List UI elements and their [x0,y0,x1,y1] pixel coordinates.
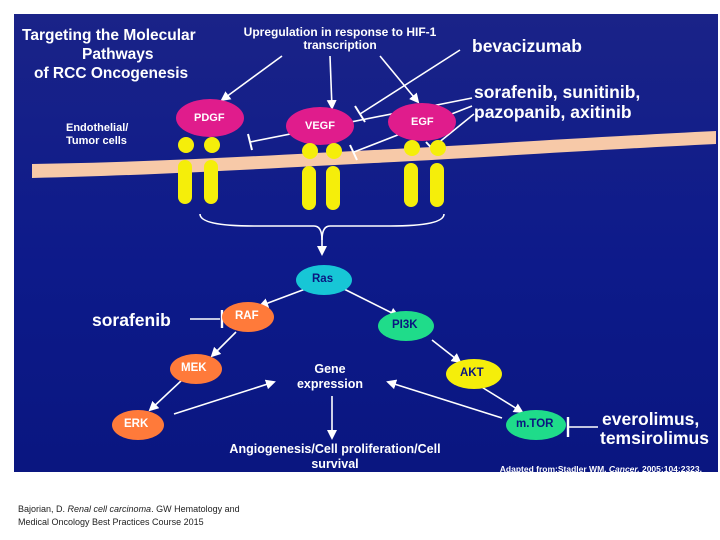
hif-arrow-pdgf [220,55,283,102]
pi3k-to-akt-arrow [431,339,462,364]
node-mek [170,354,222,384]
node-akt [446,359,502,389]
cell-membrane [32,131,716,178]
ras-to-pi3k-arrow [341,287,400,317]
drug-mtor-inhibitors: everolimus, temsirolimus [600,409,709,448]
node-ras [296,265,352,295]
receptor-pdgf [178,137,220,204]
hif-upregulation-label: Upregulation in response to HIF-1 transc… [243,25,437,52]
erk-to-gene-arrow [173,379,276,415]
gene-expression-label: Gene expression [296,362,363,391]
bevacizumab-inhibit-line [359,49,461,115]
ligand-egf [388,103,456,141]
ligand-label-pdgf: PDGF [194,112,225,124]
slide-title: Targeting the Molecular Pathways of RCC … [22,27,196,82]
footer-citation: Bajorian, D. Renal cell carcinoma. GW He… [18,504,240,527]
node-raf [222,302,274,332]
tki-inhibit-bar-1 [247,133,253,151]
node-label-erk: ERK [124,418,149,430]
receptor-egf [404,140,446,207]
node-label-pi3k: PI3K [392,319,418,331]
node-label-raf: RAF [235,310,259,322]
cell-type-label: Endothelial/ Tumor cells [66,122,129,147]
receptor-bracket [199,213,445,241]
ras-to-raf-arrow [258,287,309,308]
akt-to-mtor-arrow [479,385,524,414]
diagram-slide: Targeting the Molecular Pathways of RCC … [14,14,718,472]
node-label-ras: Ras [312,273,334,285]
drug-tki-list: sorafenib, sunitinib, pazopanib, axitini… [474,82,641,122]
node-label-akt: AKT [460,367,484,379]
pathway-graphics [32,49,716,440]
ligand-label-egf: EGF [411,116,434,128]
drug-bevacizumab: bevacizumab [472,36,582,56]
node-mtor [506,410,566,440]
ligand-vegf [286,107,354,145]
node-label-mtor: m.TOR [516,418,554,430]
ligand-pdgf [176,99,244,137]
drug-sorafenib: sorafenib [92,310,171,330]
hif-arrow-egf [379,55,420,104]
outcome-label: Angiogenesis/Cell proliferation/Cell sur… [229,442,441,471]
mtor-to-gene-arrow [386,379,503,419]
hif-arrow-vegf [326,55,337,110]
ligand-label-vegf: VEGF [305,120,335,132]
receptor-vegf [302,143,342,210]
node-pi3k [378,311,434,341]
node-label-mek: MEK [181,362,207,374]
source-credit: Adapted from;Stadler WM. Cancer. 2005;10… [499,464,702,472]
tki-inhibit-bar-2 [349,144,358,161]
mek-to-erk-arrow [148,379,183,412]
node-erk [112,410,164,440]
raf-to-mek-arrow [210,331,237,358]
